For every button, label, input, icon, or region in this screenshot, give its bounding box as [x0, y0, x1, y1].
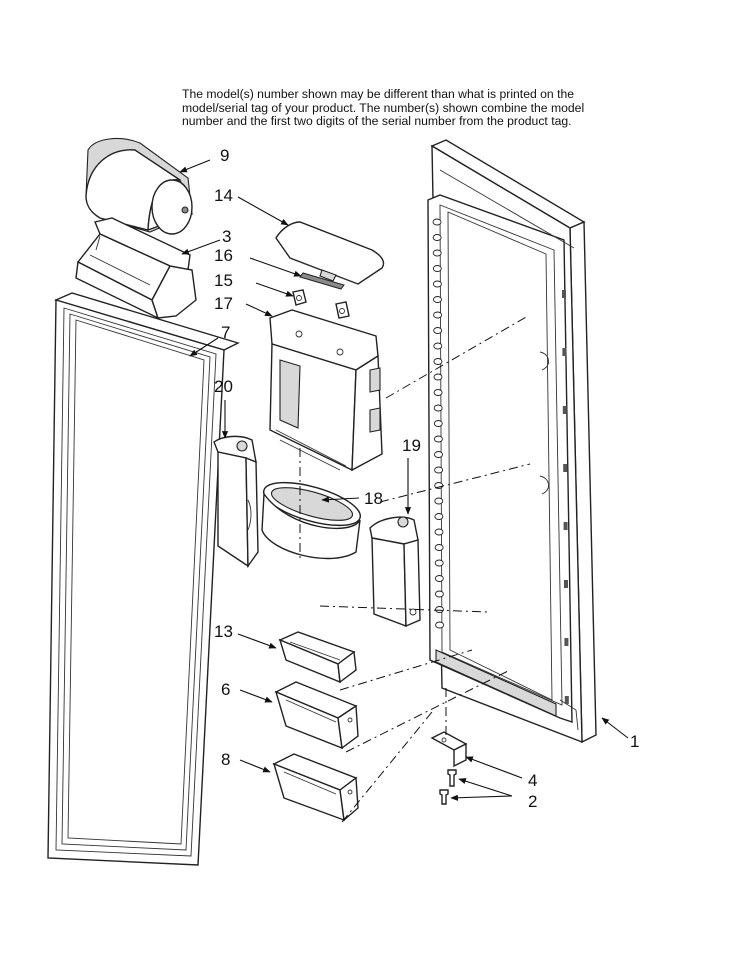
rivet — [434, 497, 444, 505]
rivet — [432, 265, 442, 272]
door-rivets — [432, 218, 569, 704]
rivet — [433, 389, 443, 396]
part-20-side-panel — [213, 435, 259, 569]
callout-4: 4 — [528, 771, 537, 790]
rivet — [434, 466, 444, 474]
part-2-screws — [439, 769, 457, 805]
door-edge-clip — [564, 580, 568, 588]
rivet — [435, 621, 445, 629]
door-edge-clip — [562, 348, 567, 356]
door-edge-clip — [564, 696, 569, 704]
rivet — [433, 404, 443, 412]
note-line-1: The model(s) number shown may be differe… — [182, 87, 575, 101]
part-4-hinge — [430, 731, 468, 768]
rivet — [433, 327, 443, 334]
rivet — [434, 513, 444, 520]
callout-7: 7 — [221, 323, 230, 342]
part-13-small-bin — [278, 631, 357, 684]
part-17-housing — [269, 309, 383, 472]
callout-labels: 9 14 3 16 15 17 7 20 19 18 13 6 8 4 2 1 — [214, 146, 639, 811]
rivet — [434, 590, 444, 598]
callout-16: 16 — [214, 246, 233, 265]
callout-9: 9 — [220, 146, 229, 165]
rivet — [435, 606, 444, 613]
rivet — [432, 280, 442, 288]
callout-19: 19 — [402, 436, 421, 455]
part-15-clips — [292, 289, 350, 319]
part-6-door-bin — [274, 681, 359, 750]
rivet — [433, 420, 443, 427]
rivet — [433, 342, 443, 350]
rivet — [433, 358, 443, 365]
part-18-bin — [261, 481, 361, 560]
rivet — [434, 528, 444, 536]
callout-3: 3 — [222, 227, 231, 246]
rivet — [434, 575, 444, 582]
model-number-note: The model(s) number shown may be differe… — [182, 87, 602, 129]
note-line-3: number and the first two digits of the s… — [182, 114, 572, 129]
door-edge-clip — [563, 522, 568, 530]
rivet — [432, 234, 442, 241]
callout-13: 13 — [214, 622, 233, 641]
rivet — [433, 435, 443, 443]
rivet — [433, 373, 443, 381]
callout-18: 18 — [364, 489, 383, 508]
part-3-shelf-bin — [75, 217, 197, 320]
callout-14: 14 — [214, 186, 233, 205]
rivet — [434, 559, 444, 567]
callout-17: 17 — [214, 294, 233, 313]
callout-6: 6 — [221, 680, 230, 699]
callout-8: 8 — [221, 750, 230, 769]
assembly-lines — [299, 315, 531, 823]
callout-20: 20 — [214, 377, 233, 396]
rivet — [432, 249, 442, 257]
door-edge-clip — [563, 464, 568, 472]
part-9-cover — [85, 137, 193, 235]
rivet — [434, 544, 444, 551]
callout-15: 15 — [214, 271, 233, 290]
part-7-door-gasket — [47, 292, 240, 866]
part-8-door-bin — [272, 753, 359, 822]
callout-1: 1 — [630, 732, 639, 751]
rivet — [432, 218, 442, 226]
part-16-rod — [299, 272, 345, 290]
part-1-door-assembly — [427, 139, 597, 744]
note-line-2: model/serial tag of your product. The nu… — [182, 100, 585, 115]
rivet — [433, 311, 443, 319]
callout-2: 2 — [528, 792, 537, 811]
part-14-lid — [275, 221, 385, 285]
door-edge-clip — [564, 638, 569, 646]
rivet — [434, 451, 443, 458]
rivet — [433, 296, 442, 303]
leader-lines — [179, 159, 629, 801]
part-19-side-panel — [369, 516, 421, 628]
door-edge-clip — [562, 406, 567, 414]
door-edge-clip — [562, 290, 566, 298]
